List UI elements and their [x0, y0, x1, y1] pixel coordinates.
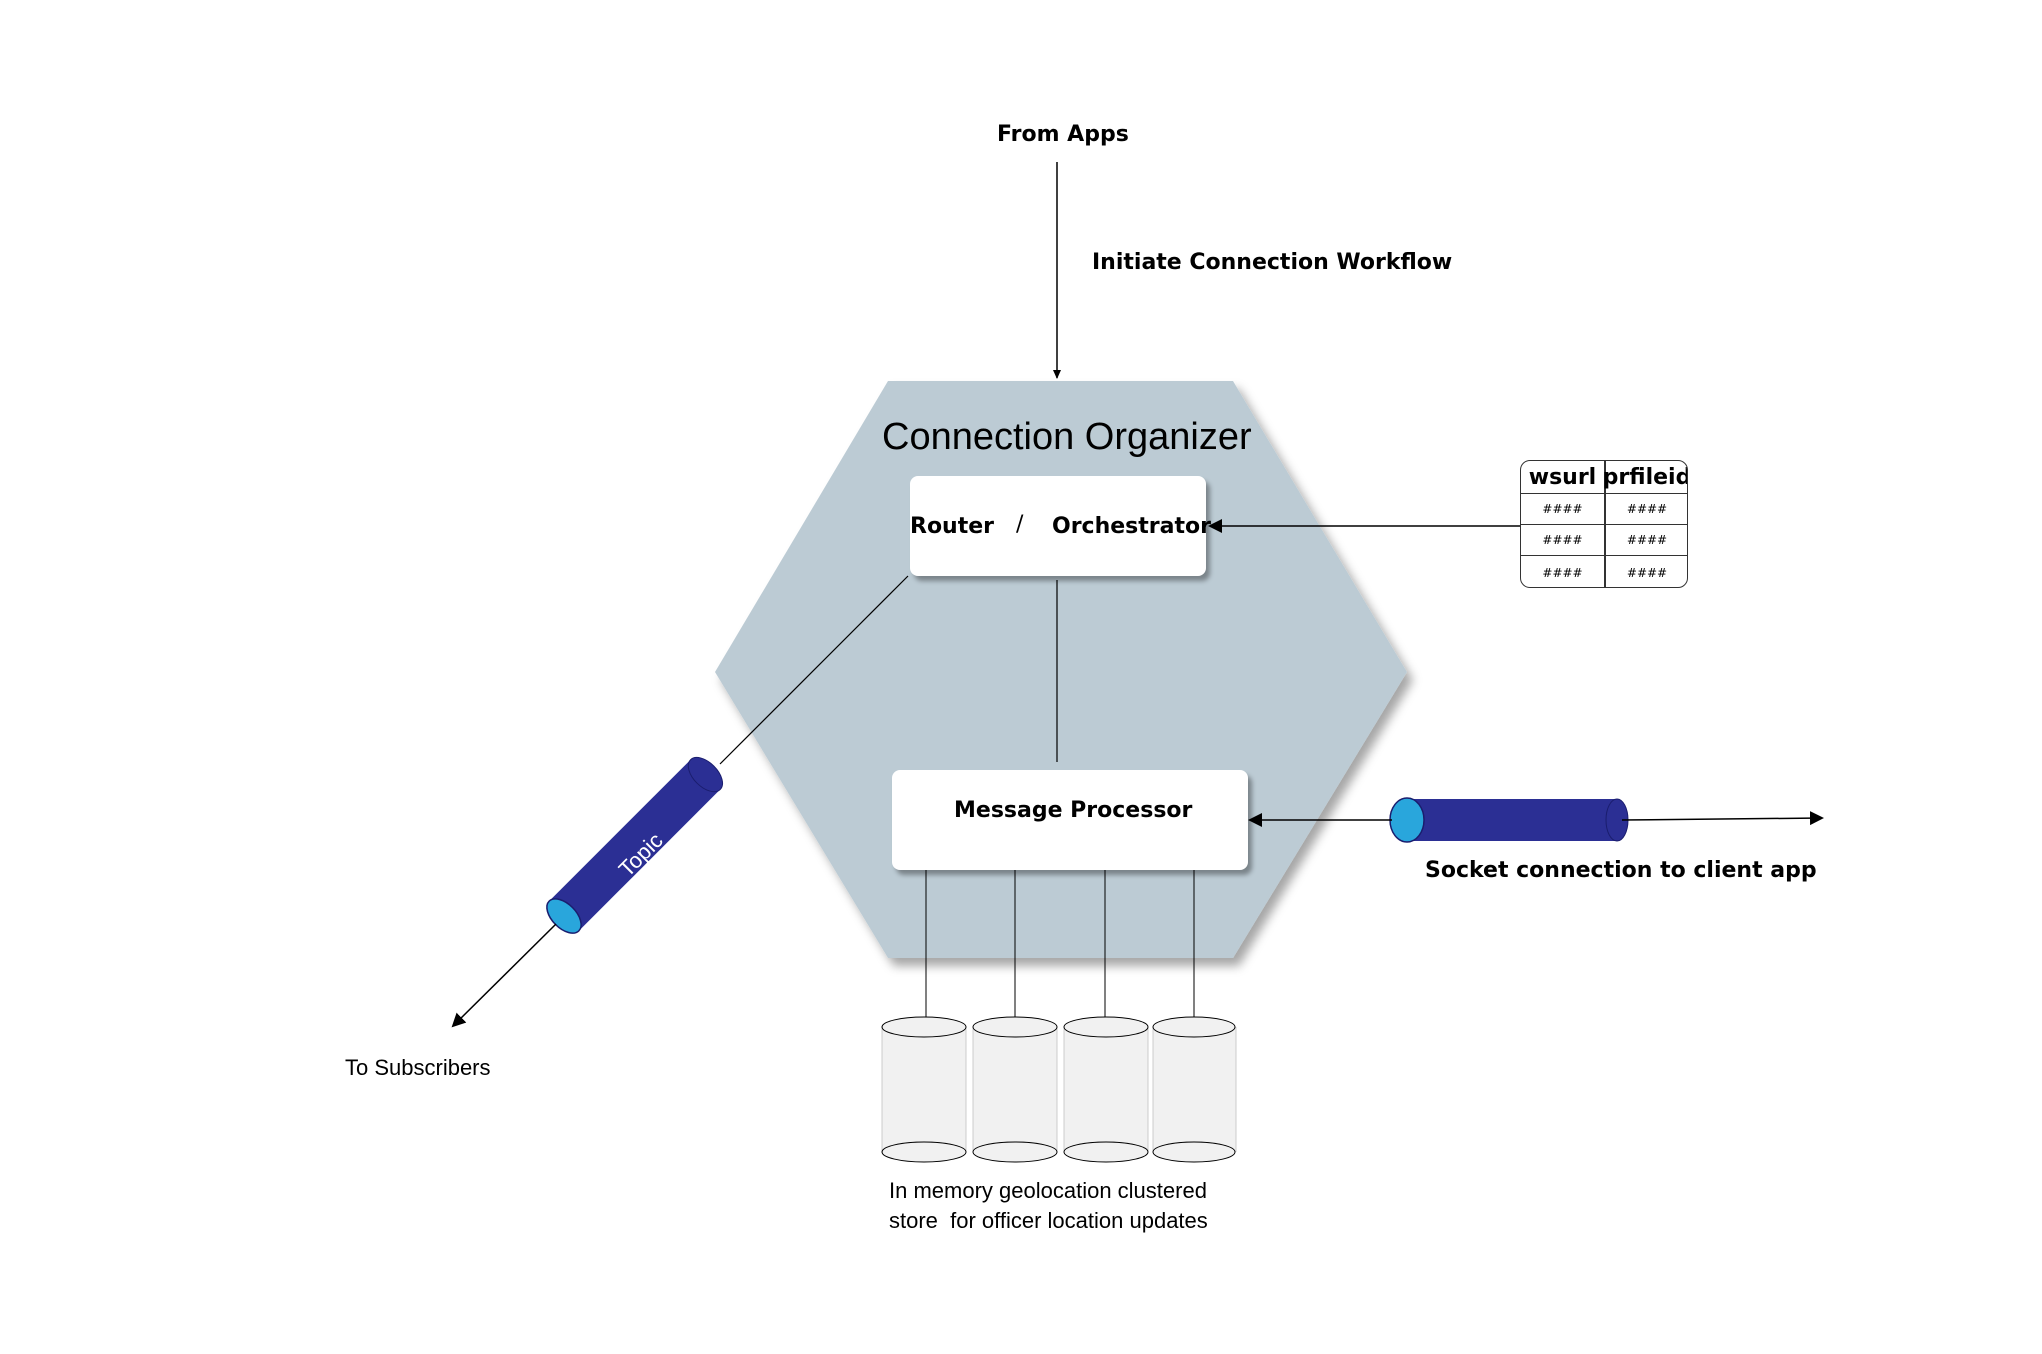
table-cell: #### — [1542, 565, 1583, 580]
store-label-line-1: In memory geolocation clustered — [889, 1178, 1207, 1203]
to-subscribers-label: To Subscribers — [345, 1055, 491, 1080]
table-row: #### #### — [1521, 525, 1687, 556]
connection-organizer-hexagon — [715, 381, 1407, 958]
store-cylinder-4 — [1152, 1016, 1237, 1163]
initiate-connection-workflow-label: Initiate Connection Workflow — [1092, 250, 1453, 275]
orchestrator-label: Orchestrator — [1052, 514, 1211, 539]
wsurl-prfileid-table: wsurl prfileid #### #### #### #### #### … — [1520, 460, 1688, 588]
store-cylinder-3 — [1063, 1016, 1149, 1163]
message-processor-box[interactable]: Message Processor — [892, 770, 1248, 870]
topic-pipe — [546, 756, 724, 934]
table-header-prfileid: prfileid — [1602, 464, 1688, 490]
from-apps-label: From Apps — [997, 122, 1129, 147]
message-processor-label: Message Processor — [954, 798, 1193, 823]
table-cell: #### — [1626, 565, 1668, 580]
store-cylinder-2 — [972, 1016, 1058, 1163]
store-label-line-2: store for officer location updates — [889, 1208, 1208, 1233]
socket-to-client-arrow — [1621, 811, 1824, 826]
store-cylinder-1 — [881, 1016, 967, 1163]
router-label: Router — [910, 514, 995, 539]
socket-connection-label: Socket connection to client app — [1425, 858, 1817, 883]
router-orchestrator-box[interactable]: Router / Orchestrator — [910, 476, 1211, 576]
table-header-wsurl: wsurl — [1528, 464, 1597, 490]
table-header-row: wsurl prfileid — [1521, 461, 1687, 494]
router-orchestrator-separator: / — [1016, 512, 1024, 537]
socket-pipe — [1389, 797, 1629, 843]
table-cell: #### — [1626, 533, 1668, 547]
table-row: #### #### — [1521, 556, 1687, 587]
table-row: #### #### — [1521, 494, 1687, 525]
topic-to-subscribers-arrow — [451, 923, 557, 1028]
table-cell: #### — [1542, 533, 1583, 547]
table-cell: #### — [1542, 502, 1583, 516]
connection-organizer-title: Connection Organizer — [882, 416, 1252, 458]
router-to-topic-line — [719, 575, 909, 765]
table-cell: #### — [1626, 502, 1668, 516]
